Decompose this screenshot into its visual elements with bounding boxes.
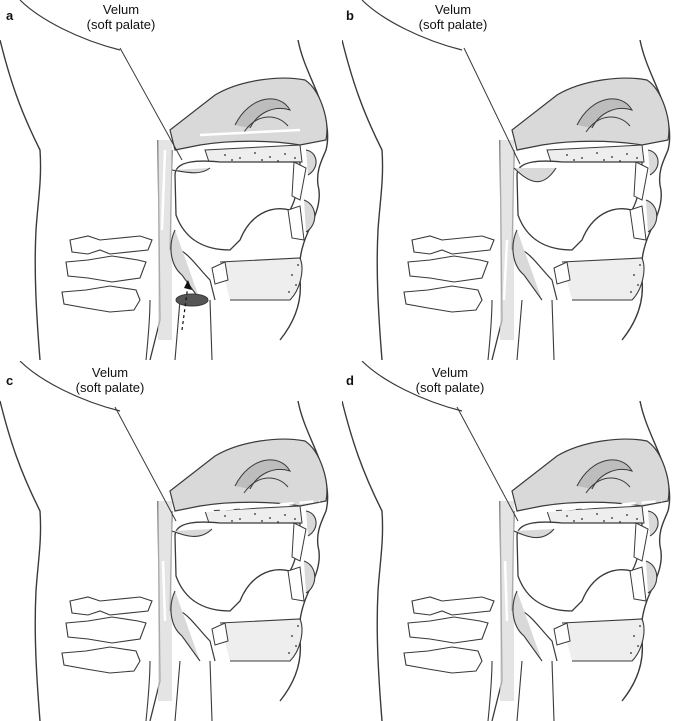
panel-letter-b: b bbox=[346, 8, 354, 23]
velum-label-line1: Velum bbox=[398, 2, 508, 17]
vertebra-icon bbox=[404, 597, 494, 673]
head-diagram-b bbox=[342, 0, 684, 360]
head-diagram-c bbox=[0, 361, 342, 721]
velum-label-line2: (soft palate) bbox=[398, 17, 508, 32]
panel-a: a Velum (soft palate) bbox=[0, 0, 342, 360]
head-diagram-d bbox=[342, 361, 684, 721]
larynx-ring-icon bbox=[176, 294, 208, 306]
vertebra-icon bbox=[404, 236, 494, 312]
head-diagram-a bbox=[0, 0, 342, 360]
velum-label-line2: (soft palate) bbox=[66, 17, 176, 32]
velum-label-d: Velum (soft palate) bbox=[395, 365, 505, 395]
velum-label-line1: Velum bbox=[55, 365, 165, 380]
panel-d: d Velum (soft palate) bbox=[342, 361, 684, 721]
panel-letter-a: a bbox=[6, 8, 13, 23]
velum-label-line2: (soft palate) bbox=[55, 380, 165, 395]
panel-c: c Velum (soft palate) bbox=[0, 361, 342, 721]
panel-b: b Velum (soft palate) bbox=[342, 0, 684, 360]
velum-label-line1: Velum bbox=[66, 2, 176, 17]
velum-label-line2: (soft palate) bbox=[395, 380, 505, 395]
velum-label-line1: Velum bbox=[395, 365, 505, 380]
panel-letter-d: d bbox=[346, 373, 354, 388]
velum-label-c: Velum (soft palate) bbox=[55, 365, 165, 395]
velum-label-a: Velum (soft palate) bbox=[66, 2, 176, 32]
vertebra-icon bbox=[62, 236, 152, 312]
velum-label-b: Velum (soft palate) bbox=[398, 2, 508, 32]
panel-letter-c: c bbox=[6, 373, 13, 388]
vertebra-icon bbox=[62, 597, 152, 673]
